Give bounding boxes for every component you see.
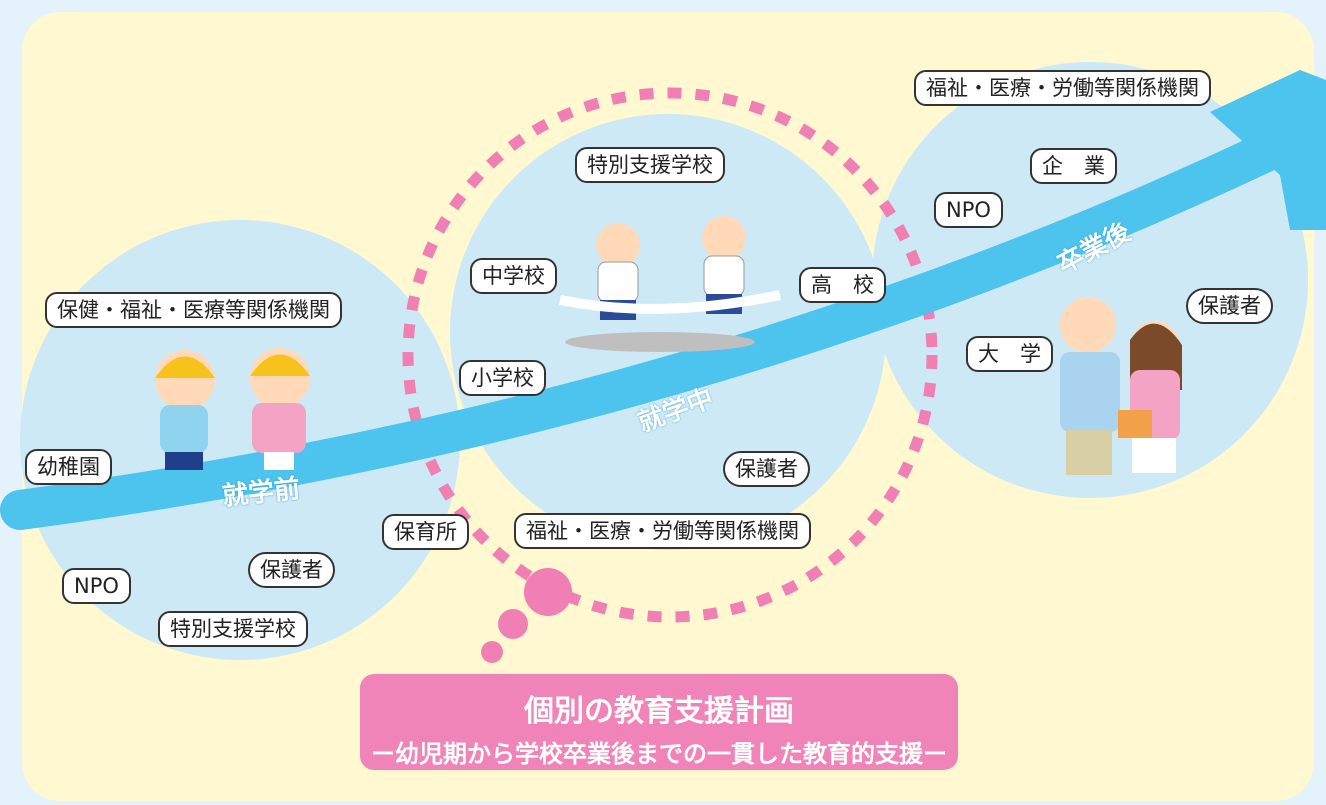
support-plan-box: 個別の教育支援計画 ー幼児期から学校卒業後までの一貫した教育的支援ー bbox=[360, 674, 958, 770]
tag-pre-nursery: 保育所 bbox=[382, 514, 469, 550]
timeline-arrowhead bbox=[1210, 70, 1326, 230]
tag-after-company: 企 業 bbox=[1030, 148, 1117, 184]
tag-pre-guardian: 保護者 bbox=[248, 552, 335, 588]
tag-during-special-school: 特別支援学校 bbox=[575, 147, 725, 183]
tag-pre-npo: NPO bbox=[62, 568, 131, 604]
thought-bubble-small bbox=[481, 641, 503, 663]
tag-during-welfare-agencies: 福祉・医療・労働等関係機関 bbox=[514, 513, 811, 549]
tag-during-junior-high: 中学校 bbox=[470, 258, 557, 294]
tag-during-high-school: 高 校 bbox=[799, 267, 886, 303]
thought-bubble-medium bbox=[498, 609, 528, 639]
tag-pre-special-school: 特別支援学校 bbox=[158, 611, 308, 647]
thought-bubble-large bbox=[524, 568, 572, 616]
tag-after-welfare-agencies: 福祉・医療・労働等関係機関 bbox=[914, 70, 1211, 106]
tag-during-guardian: 保護者 bbox=[723, 451, 810, 487]
tag-pre-health-agencies: 保健・福祉・医療等関係機関 bbox=[45, 292, 342, 328]
couple-illustration bbox=[1060, 297, 1182, 475]
tag-after-university: 大 学 bbox=[966, 336, 1053, 372]
support-plan-title: 個別の教育支援計画 bbox=[524, 694, 794, 729]
tag-pre-kindergarten: 幼稚園 bbox=[25, 449, 112, 485]
pre-school-circle bbox=[20, 220, 460, 660]
timeline-arrow bbox=[0, 130, 1290, 530]
tag-during-elementary: 小学校 bbox=[459, 360, 546, 396]
tag-after-npo: NPO bbox=[934, 192, 1003, 228]
children-illustration bbox=[155, 348, 310, 470]
dotted-ellipse bbox=[402, 87, 938, 623]
school-circle bbox=[450, 114, 886, 550]
runners-illustration bbox=[559, 216, 782, 352]
support-plan-subtitle: ー幼児期から学校卒業後までの一貫した教育的支援ー bbox=[371, 740, 947, 768]
tag-after-guardian: 保護者 bbox=[1186, 288, 1273, 324]
